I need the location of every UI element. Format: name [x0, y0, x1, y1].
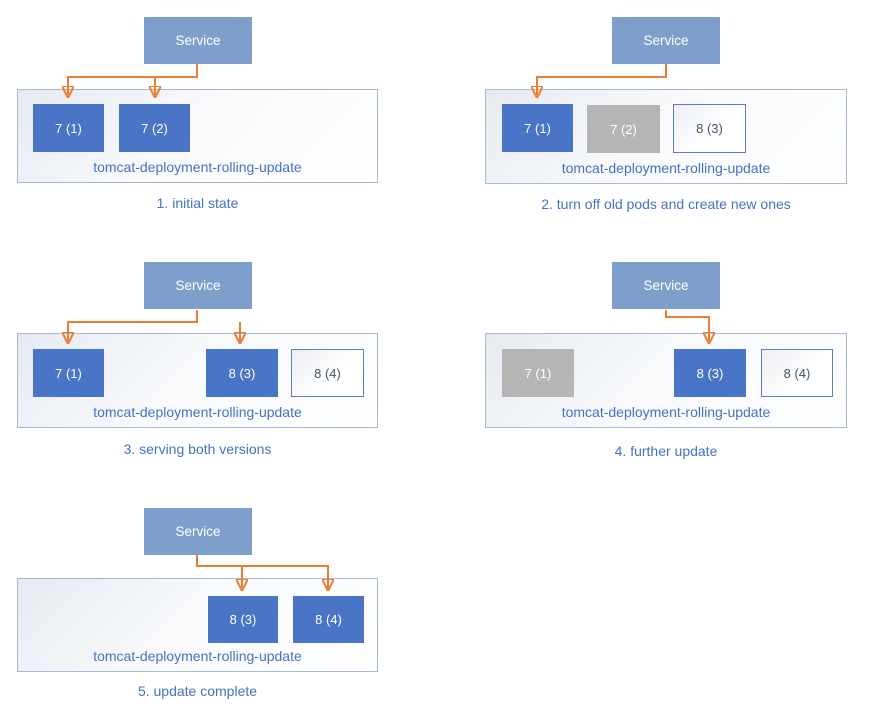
pod-7-1: 7 (1)	[502, 349, 574, 397]
deployment-name-label: tomcat-deployment-rolling-update	[93, 404, 302, 420]
deployment-box: 7 (1) 7 (2) tomcat-deployment-rolling-up…	[17, 89, 378, 183]
service-box: Service	[144, 17, 252, 64]
deployment-box: 8 (3) 8 (4) tomcat-deployment-rolling-up…	[17, 578, 378, 672]
service-box: Service	[612, 262, 720, 309]
pod-8-4: 8 (4)	[293, 596, 364, 643]
pod-8-3: 8 (3)	[674, 349, 746, 397]
deployment-name-label: tomcat-deployment-rolling-update	[93, 159, 302, 175]
panel-turn-off-old-pods: Service 7 (1) 7 (2) 8 (3) tomcat-deploym…	[435, 0, 870, 245]
service-box: Service	[144, 262, 252, 309]
panel-caption: 3. serving both versions	[123, 441, 272, 457]
panel-initial-state: Service 7 (1) 7 (2) tomcat-deployment-ro…	[0, 0, 435, 245]
panel-caption: 5. update complete	[137, 683, 258, 699]
pod-8-3: 8 (3)	[206, 349, 278, 397]
pod-7-1: 7 (1)	[33, 104, 104, 152]
panel-caption: 4. further update	[614, 443, 718, 459]
deployment-name-label: tomcat-deployment-rolling-update	[561, 160, 771, 176]
pod-7-1: 7 (1)	[502, 104, 573, 152]
pod-7-1: 7 (1)	[33, 349, 104, 397]
service-box: Service	[144, 508, 252, 555]
deployment-name-label: tomcat-deployment-rolling-update	[93, 648, 302, 664]
pod-8-4: 8 (4)	[291, 349, 364, 397]
deployment-name-label: tomcat-deployment-rolling-update	[561, 404, 771, 420]
pod-8-4: 8 (4)	[761, 349, 833, 397]
pod-8-3: 8 (3)	[208, 596, 278, 643]
panel-update-complete: Service 8 (3) 8 (4) tomcat-deployment-ro…	[0, 491, 435, 718]
pod-7-2: 7 (2)	[119, 104, 190, 152]
service-box: Service	[612, 17, 720, 64]
pod-7-2: 7 (2)	[587, 105, 660, 153]
deployment-box: 7 (1) 8 (3) 8 (4) tomcat-deployment-roll…	[17, 333, 378, 428]
panel-caption: 2. turn off old pods and create new ones	[541, 196, 791, 212]
panel-caption: 1. initial state	[156, 195, 239, 211]
deployment-box: 7 (1) 7 (2) 8 (3) tomcat-deployment-roll…	[485, 89, 847, 184]
deployment-box: 7 (1) 8 (3) 8 (4) tomcat-deployment-roll…	[485, 333, 847, 428]
panel-serving-both-versions: Service 7 (1) 8 (3) 8 (4) tomcat-deploym…	[0, 245, 435, 490]
pod-8-3: 8 (3)	[673, 104, 746, 153]
panel-further-update: Service 7 (1) 8 (3) 8 (4) tomcat-deploym…	[435, 245, 870, 490]
